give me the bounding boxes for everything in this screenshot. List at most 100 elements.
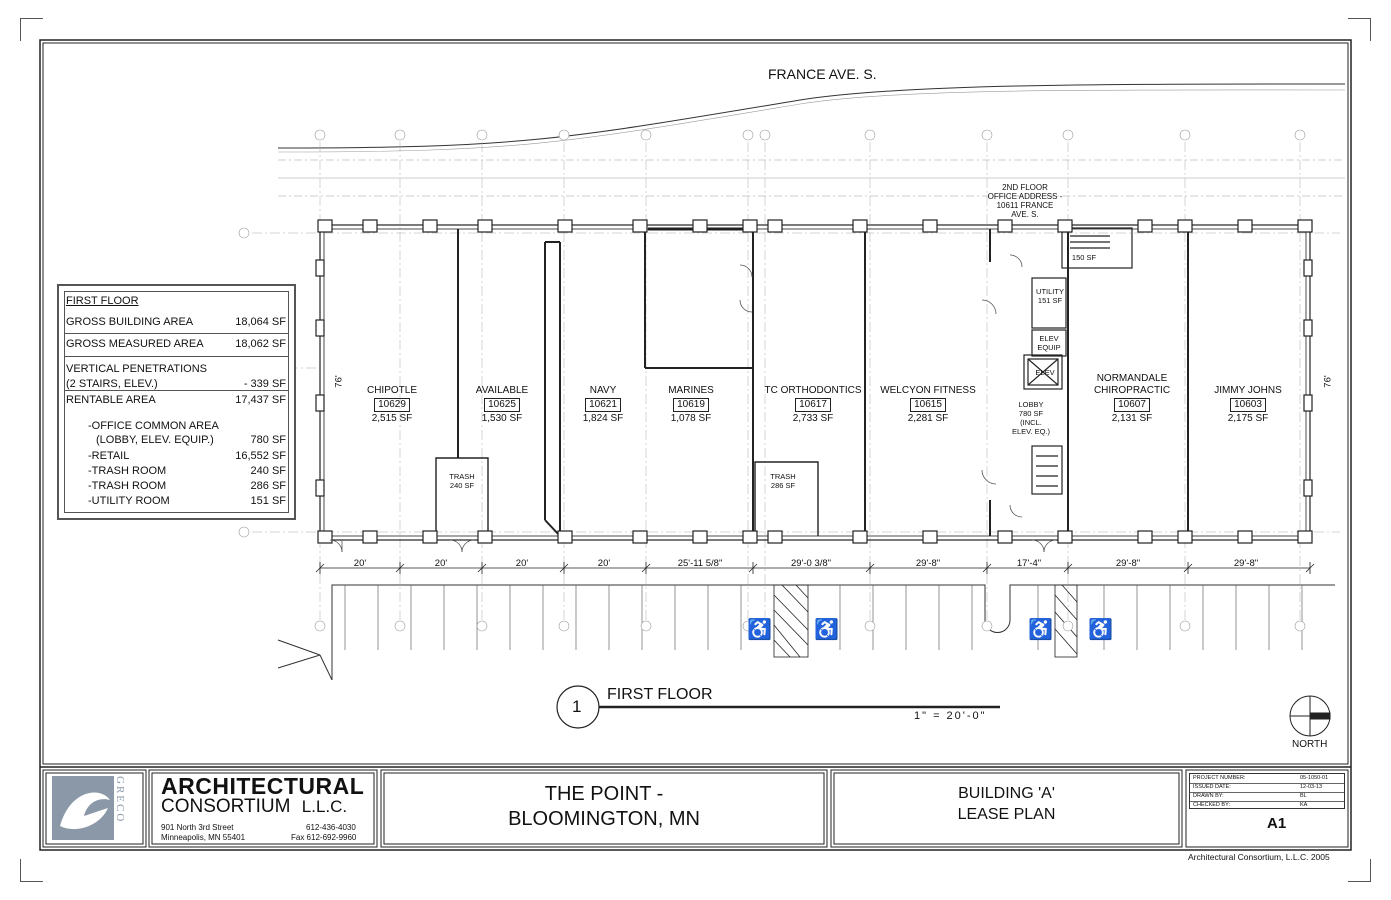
grid-bubble	[742, 620, 754, 632]
grid-bubble	[640, 129, 652, 141]
pier	[1137, 219, 1153, 233]
pier	[557, 219, 573, 233]
pier	[692, 219, 708, 233]
grid-bubble	[1179, 129, 1191, 141]
logo-swoosh	[60, 792, 110, 830]
pier	[422, 219, 438, 233]
copyright: Architectural Consortium, L.L.C. 2005	[1188, 852, 1330, 862]
road-curb-line	[277, 83, 1346, 149]
pier	[742, 219, 758, 233]
legend-row: -OFFICE COMMON AREA	[88, 420, 219, 432]
grid-bubble	[1294, 129, 1306, 141]
pier	[997, 530, 1013, 544]
crop-mark-bl	[20, 859, 43, 882]
trash-room-1	[435, 457, 489, 536]
accessible-parking-icon: ♿	[747, 619, 772, 641]
grid-bubble	[1179, 620, 1191, 632]
accessible-parking-icon: ♿	[814, 619, 839, 641]
grid-bubble	[759, 129, 771, 141]
legend-title: FIRST FLOOR	[66, 295, 139, 307]
crop-mark-tr	[1348, 18, 1371, 41]
pier	[1237, 530, 1253, 544]
pier	[1303, 479, 1313, 497]
legend-row: (2 STAIRS, ELEV.)- 339 SF	[66, 378, 286, 390]
north-label: NORTH	[1292, 739, 1328, 750]
pier	[315, 319, 325, 337]
pier	[1303, 319, 1313, 337]
legend-row: (LOBBY, ELEV. EQUIP.)780 SF	[96, 434, 286, 446]
north-arrow	[1289, 695, 1331, 737]
project-location: BLOOMINGTON, MN	[508, 808, 700, 830]
pier	[1297, 530, 1313, 544]
dimension-label: 29'-8"	[1233, 558, 1259, 569]
building-outline	[319, 224, 1311, 541]
grid-bubble	[314, 620, 326, 632]
dimension-label: 20'	[353, 558, 367, 569]
storefront-piers	[315, 219, 1313, 544]
elevator-label: ELEV	[1035, 368, 1055, 377]
firm-fax: Fax 612-692-9960	[291, 833, 357, 842]
pier	[632, 530, 648, 544]
grid-bubble	[864, 620, 876, 632]
grid-bubble	[558, 129, 570, 141]
firm-name: ARCHITECTURAL	[161, 773, 365, 799]
pier	[922, 219, 938, 233]
pier	[1303, 394, 1313, 412]
pier	[922, 530, 938, 544]
pier	[632, 219, 648, 233]
pier	[997, 219, 1013, 233]
sheet-border-outer	[39, 39, 1352, 851]
pier	[1297, 219, 1313, 233]
grid-bubble	[314, 129, 326, 141]
pier	[422, 530, 438, 544]
trash-room-2	[754, 461, 819, 536]
drawing-area-border	[42, 42, 1349, 765]
grid-bubble	[394, 129, 406, 141]
drawing-title-1: BUILDING 'A'	[958, 785, 1055, 802]
street-name: FRANCE AVE. S.	[768, 66, 877, 82]
grid-bubble	[981, 620, 993, 632]
dimension-label: 20'	[597, 558, 611, 569]
pier	[317, 530, 333, 544]
pier	[362, 219, 378, 233]
crop-mark-br	[1348, 859, 1371, 882]
pier	[557, 530, 573, 544]
office-address: 2ND FLOOR OFFICE ADDRESS - 10611 FRANCE …	[987, 183, 1063, 219]
pier	[1057, 530, 1073, 544]
accessible-parking-icon: ♿	[1028, 619, 1053, 641]
building-depth-left: 76'	[333, 375, 345, 388]
accessible-aisle	[773, 584, 1078, 658]
parking-lot	[277, 584, 1335, 681]
demising-walls	[457, 227, 1189, 537]
pier	[852, 219, 868, 233]
grid-bubble	[742, 129, 754, 141]
drawing-title-2: LEASE PLAN	[957, 806, 1056, 823]
grid-bubble	[394, 620, 406, 632]
legend-row: VERTICAL PENETRATIONS	[66, 363, 207, 375]
building-depth-right: 76'	[1322, 375, 1334, 388]
dimension-label: 17'-4"	[1016, 558, 1042, 569]
project-meta-table: PROJECT NUMBER:05-1050-01 ISSUED DATE:12…	[1189, 773, 1345, 809]
pier	[315, 394, 325, 412]
dimension-label: 29'-8"	[915, 558, 941, 569]
pier	[742, 530, 758, 544]
pier	[1137, 530, 1153, 544]
stair-area-label: 150 SF	[1071, 253, 1097, 262]
pier	[692, 530, 708, 544]
